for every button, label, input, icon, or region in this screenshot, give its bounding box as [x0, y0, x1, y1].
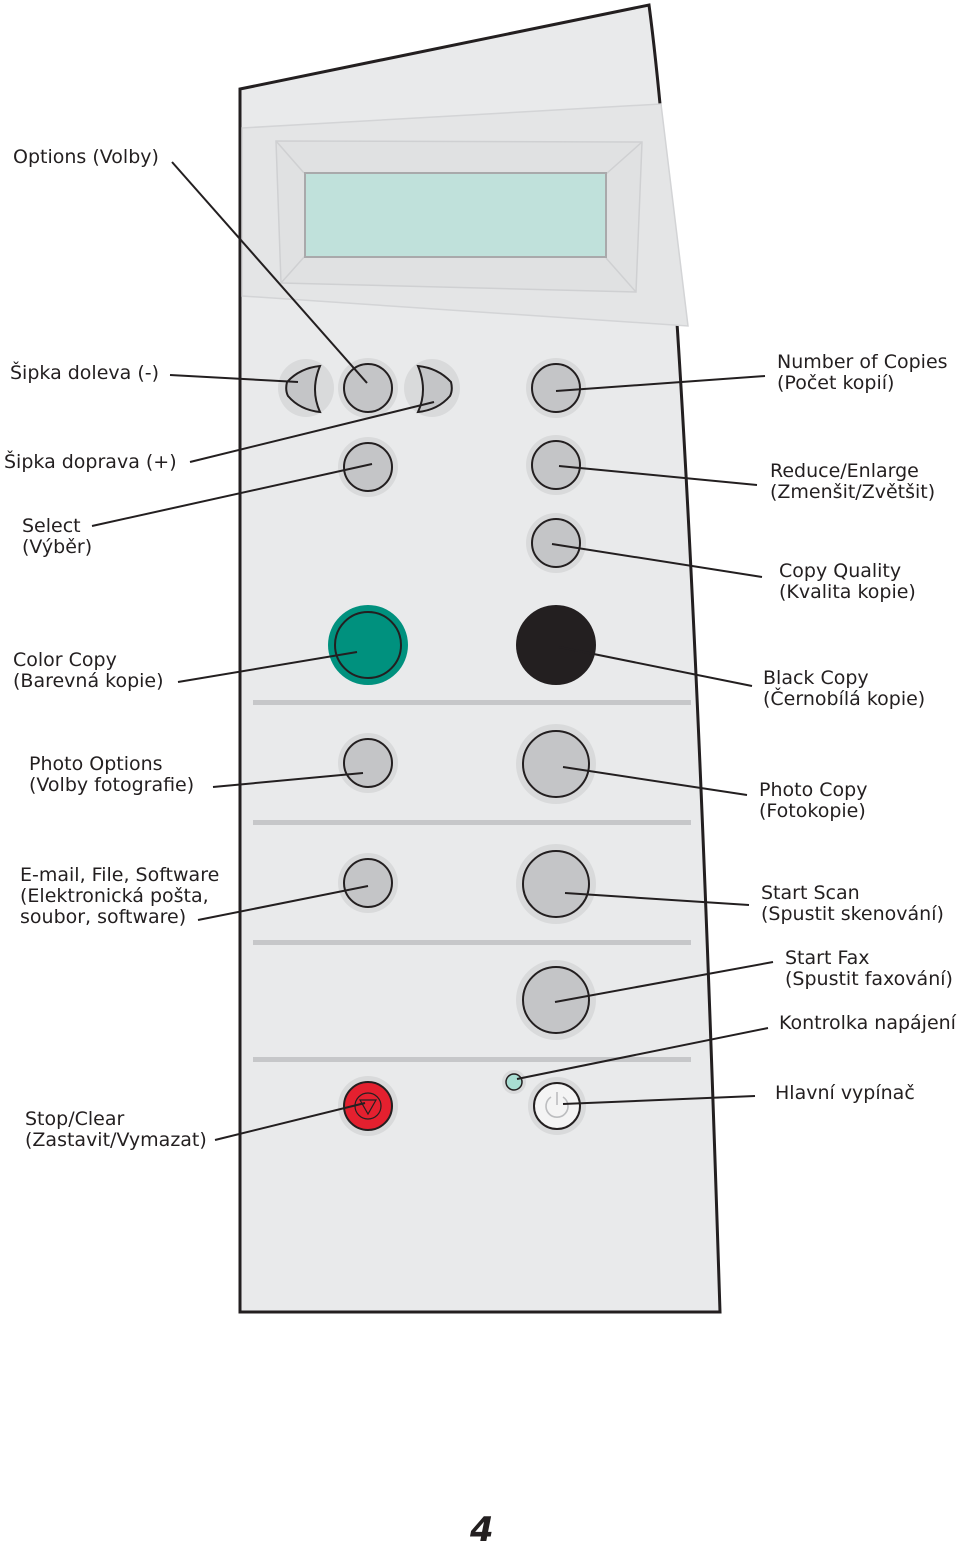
leader-reduce-enlarge: [558, 465, 758, 486]
label-line: Stop/Clear: [25, 1108, 125, 1130]
leader-number-of-copies: [555, 375, 766, 392]
label-line: (Volby fotografie): [29, 774, 195, 796]
leader-email-file-software: [197, 885, 369, 921]
label-line: Photo Copy: [759, 779, 868, 801]
label-start-scan: Start Scan(Spustit skenování): [761, 883, 944, 925]
label-photo-copy: Photo Copy(Fotokopie): [759, 780, 867, 822]
label-black-copy: Black Copy(Černobílá kopie): [763, 668, 925, 710]
leader-lines: [91, 161, 774, 1141]
number-of-copies-button[interactable]: [526, 358, 586, 418]
label-reduce-enlarge: Reduce/Enlarge(Zmenšit/Zvětšit): [770, 461, 935, 503]
options-button[interactable]: [338, 358, 398, 418]
label-line: Start Fax: [785, 947, 870, 969]
leader-start-fax: [554, 961, 774, 1003]
label-line: Kontrolka napájení: [779, 1012, 956, 1034]
separator-1: [253, 700, 691, 705]
leader-options: [171, 161, 368, 384]
color-copy-button[interactable]: [328, 605, 408, 685]
label-stop-clear: Stop/Clear(Zastavit/Vymazat): [25, 1109, 207, 1151]
leader-start-scan: [564, 892, 750, 906]
label-arrow-right: Šipka doprava (+): [4, 452, 177, 473]
label-number-of-copies: Number of Copies(Počet kopií): [777, 352, 948, 394]
leader-photo-options: [212, 772, 364, 788]
leader-color-copy: [177, 651, 358, 683]
stop-clear-button[interactable]: [338, 1076, 398, 1136]
frame-corner-tl: [275, 140, 305, 174]
copy-quality-button[interactable]: [526, 513, 586, 573]
label-start-fax: Start Fax(Spustit faxování): [785, 948, 953, 990]
label-line: Hlavní vypínač: [775, 1082, 915, 1104]
power-switch-button[interactable]: [528, 1077, 586, 1135]
label-line: Reduce/Enlarge: [770, 460, 919, 482]
label-line: Šipka doprava (+): [4, 451, 177, 473]
start-fax-button[interactable]: [516, 960, 596, 1040]
leader-black-copy: [558, 646, 753, 687]
start-scan-button[interactable]: [516, 844, 596, 924]
label-arrow-left: Šipka doleva (-): [10, 363, 159, 384]
label-email-file-software: E-mail, File, Software(Elektronická pošt…: [20, 865, 219, 928]
label-options: Options (Volby): [13, 147, 159, 168]
black-copy-button[interactable]: [516, 605, 596, 685]
label-line: Black Copy: [763, 667, 869, 689]
leader-photo-copy: [562, 766, 748, 796]
separator-3: [253, 940, 691, 945]
label-line: Copy Quality: [779, 560, 902, 582]
frame-corner-bl: [280, 255, 306, 284]
leader-select: [91, 463, 373, 527]
label-line: (Elektronická pošta,: [20, 885, 209, 907]
label-line: Number of Copies: [777, 351, 948, 373]
label-line: Color Copy: [13, 649, 117, 671]
email-file-software-button[interactable]: [338, 853, 398, 913]
label-line: (Kvalita kopie): [779, 581, 916, 603]
label-line: Start Scan: [761, 882, 860, 904]
label-line: soubor, software): [20, 906, 187, 928]
label-select: Select(Výběr): [22, 516, 92, 558]
photo-copy-button[interactable]: [516, 724, 596, 804]
label-line: (Zmenšit/Zvětšit): [770, 481, 936, 503]
label-line: (Fotokopie): [759, 800, 866, 822]
photo-options-button[interactable]: [338, 733, 398, 793]
label-color-copy: Color Copy(Barevná kopie): [13, 650, 164, 692]
separator-2: [253, 820, 691, 825]
label-line: (Spustit skenování): [761, 903, 944, 925]
label-line: Photo Options: [29, 753, 163, 775]
leader-stop-clear: [214, 1102, 366, 1141]
label-line: (Barevná kopie): [13, 670, 164, 692]
page-number: 4: [470, 1510, 494, 1550]
label-line: (Počet kopií): [777, 372, 895, 394]
label-line: (Výběr): [22, 536, 93, 558]
label-line: (Zastavit/Vymazat): [25, 1129, 207, 1151]
power-light-indicator: [502, 1070, 526, 1094]
leader-arrow-right: [189, 401, 435, 463]
label-power-light: Kontrolka napájení: [779, 1013, 956, 1034]
arrow-right-button[interactable]: [404, 359, 460, 417]
control-panel-body: [238, 3, 722, 1314]
frame-corner-tr: [605, 141, 643, 175]
frame-corner-br: [605, 257, 637, 293]
leader-copy-quality: [551, 543, 763, 578]
label-power-switch: Hlavní vypínač: [775, 1083, 915, 1104]
leader-power-light: [516, 1027, 769, 1080]
select-button[interactable]: [338, 437, 398, 497]
leader-arrow-left: [169, 374, 299, 383]
lcd-display: [304, 172, 607, 258]
leader-power-switch: [562, 1095, 756, 1105]
reduce-enlarge-button[interactable]: [526, 435, 586, 495]
separator-4: [253, 1057, 691, 1062]
label-line: (Černobílá kopie): [763, 688, 926, 710]
label-copy-quality: Copy Quality(Kvalita kopie): [779, 561, 916, 603]
label-photo-options: Photo Options(Volby fotografie): [29, 754, 194, 796]
label-line: Select: [22, 515, 81, 537]
label-line: Šipka doleva (-): [10, 362, 160, 384]
arrow-left-button[interactable]: [278, 359, 334, 417]
label-line: E-mail, File, Software: [20, 864, 220, 886]
label-line: (Spustit faxování): [785, 968, 953, 990]
label-line: Options (Volby): [13, 146, 159, 168]
